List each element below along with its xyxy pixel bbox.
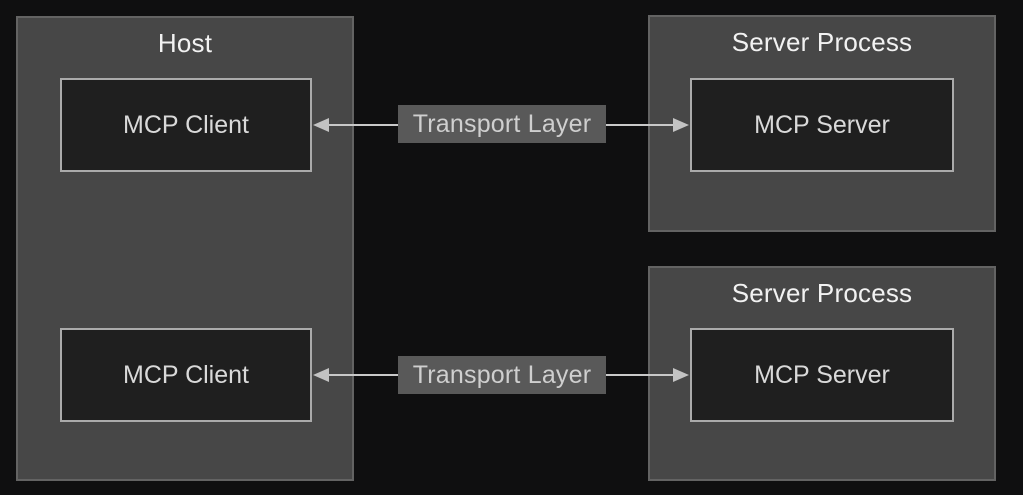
mcp-client-label-2: MCP Client: [123, 360, 249, 389]
mcp-client-label-1: MCP Client: [123, 110, 249, 139]
mcp-server-box-2: MCP Server: [690, 328, 954, 422]
server-process-title-1: Server Process: [731, 27, 913, 57]
transport-layer-label-1: Transport Layer: [398, 105, 606, 143]
arrowhead-left-icon: [313, 118, 329, 132]
mcp-client-box-1: MCP Client: [60, 78, 312, 172]
transport-layer-text-2: Transport Layer: [412, 360, 592, 389]
server-process-title-2: Server Process: [731, 278, 913, 308]
transport-layer-label-2: Transport Layer: [398, 356, 606, 394]
mcp-server-label-2: MCP Server: [754, 360, 890, 389]
mcp-server-box-1: MCP Server: [690, 78, 954, 172]
transport-layer-text-1: Transport Layer: [412, 109, 592, 138]
arrowhead-left-icon: [313, 368, 329, 382]
mcp-server-label-1: MCP Server: [754, 110, 890, 139]
arrowhead-right-icon: [673, 118, 689, 132]
arrowhead-right-icon: [673, 368, 689, 382]
host-title: Host: [157, 28, 213, 58]
mcp-client-box-2: MCP Client: [60, 328, 312, 422]
